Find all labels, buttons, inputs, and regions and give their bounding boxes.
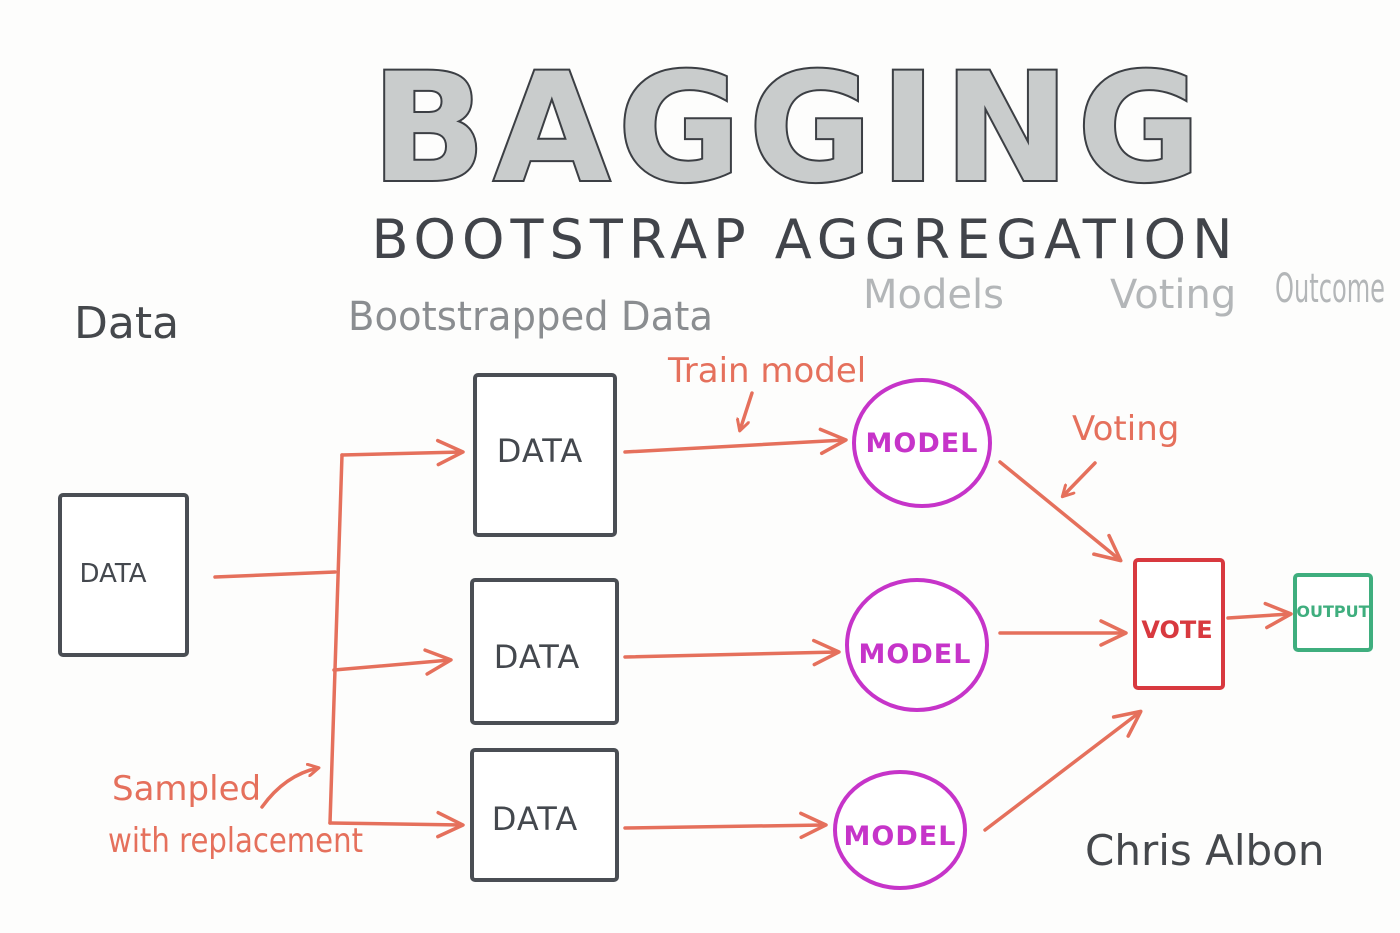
vote-box: VOTE <box>1133 558 1225 690</box>
arrow-train-model-2 <box>623 638 841 667</box>
train-arrows <box>623 427 848 840</box>
model-label-3: MODEL <box>844 821 957 852</box>
model-circle-1 <box>852 378 992 508</box>
column-header-voting: Voting <box>1110 272 1236 318</box>
bootstrap-label-3: DATA <box>492 800 578 838</box>
arrow-model-3-to-vote <box>983 709 1143 832</box>
output-box: OUTPUT <box>1293 573 1373 652</box>
trunk-line <box>328 453 344 825</box>
model-1: MODEL <box>852 378 992 508</box>
column-header-bootstrapped: Bootstrapped Data <box>348 294 713 340</box>
bootstrap-rect-2 <box>470 578 619 725</box>
model-circle-3 <box>833 770 967 890</box>
vote-arrows <box>983 460 1143 832</box>
model-label-2: MODEL <box>859 639 972 670</box>
model-circle-2 <box>845 578 989 712</box>
voting-annotation: Voting <box>1072 409 1179 449</box>
output-rect <box>1293 573 1373 652</box>
output-label: OUTPUT <box>1296 602 1369 621</box>
subtitle: BOOTSTRAP AGGREGATION <box>371 208 1238 271</box>
arrow-train-model-3 <box>623 811 828 840</box>
sampling-arrows <box>213 438 465 839</box>
source-to-trunk-line <box>213 570 337 579</box>
sampled-annotation-line-2: with replacement <box>108 821 363 861</box>
arrow-vote-to-output <box>1226 601 1293 630</box>
column-header-models: Models <box>863 272 1004 318</box>
sampled-pointer-arrow <box>260 768 318 809</box>
train-model-annotation: Train model <box>667 351 866 391</box>
voting-pointer-arrow <box>1063 461 1097 496</box>
arrow-to-bootstrap-3 <box>328 810 465 839</box>
bootstrap-box-2: DATA <box>470 578 619 725</box>
sampled-annotation-line-1: Sampled <box>112 769 261 809</box>
bootstrap-rect-3 <box>470 748 619 882</box>
source-data-rect <box>58 493 189 657</box>
column-header-data: Data <box>74 298 179 349</box>
model-label-1: MODEL <box>866 428 979 459</box>
bootstrap-box-3: DATA <box>470 748 619 882</box>
bootstrap-label-2: DATA <box>494 638 580 676</box>
source-data-label: DATA <box>80 559 147 589</box>
arrow-train-model-1 <box>623 427 848 456</box>
arrow-to-bootstrap-1 <box>340 438 465 467</box>
column-header-outcome: Outcome <box>1275 266 1385 312</box>
arrow-to-bootstrap-2 <box>332 648 453 676</box>
model-3: MODEL <box>833 770 967 890</box>
bootstrap-label-1: DATA <box>497 432 583 470</box>
bootstrap-rect-1 <box>473 373 617 537</box>
model-2: MODEL <box>845 578 989 712</box>
arrow-model-1-to-vote <box>998 460 1123 563</box>
vote-label: VOTE <box>1141 616 1212 644</box>
main-title: BAGGING <box>371 42 1208 216</box>
bootstrap-box-1: DATA <box>473 373 617 537</box>
author-signature: Chris Albon <box>1085 826 1325 875</box>
train-model-pointer-arrow <box>740 391 754 430</box>
source-data-box: DATA <box>58 493 189 657</box>
vote-rect <box>1133 558 1225 690</box>
